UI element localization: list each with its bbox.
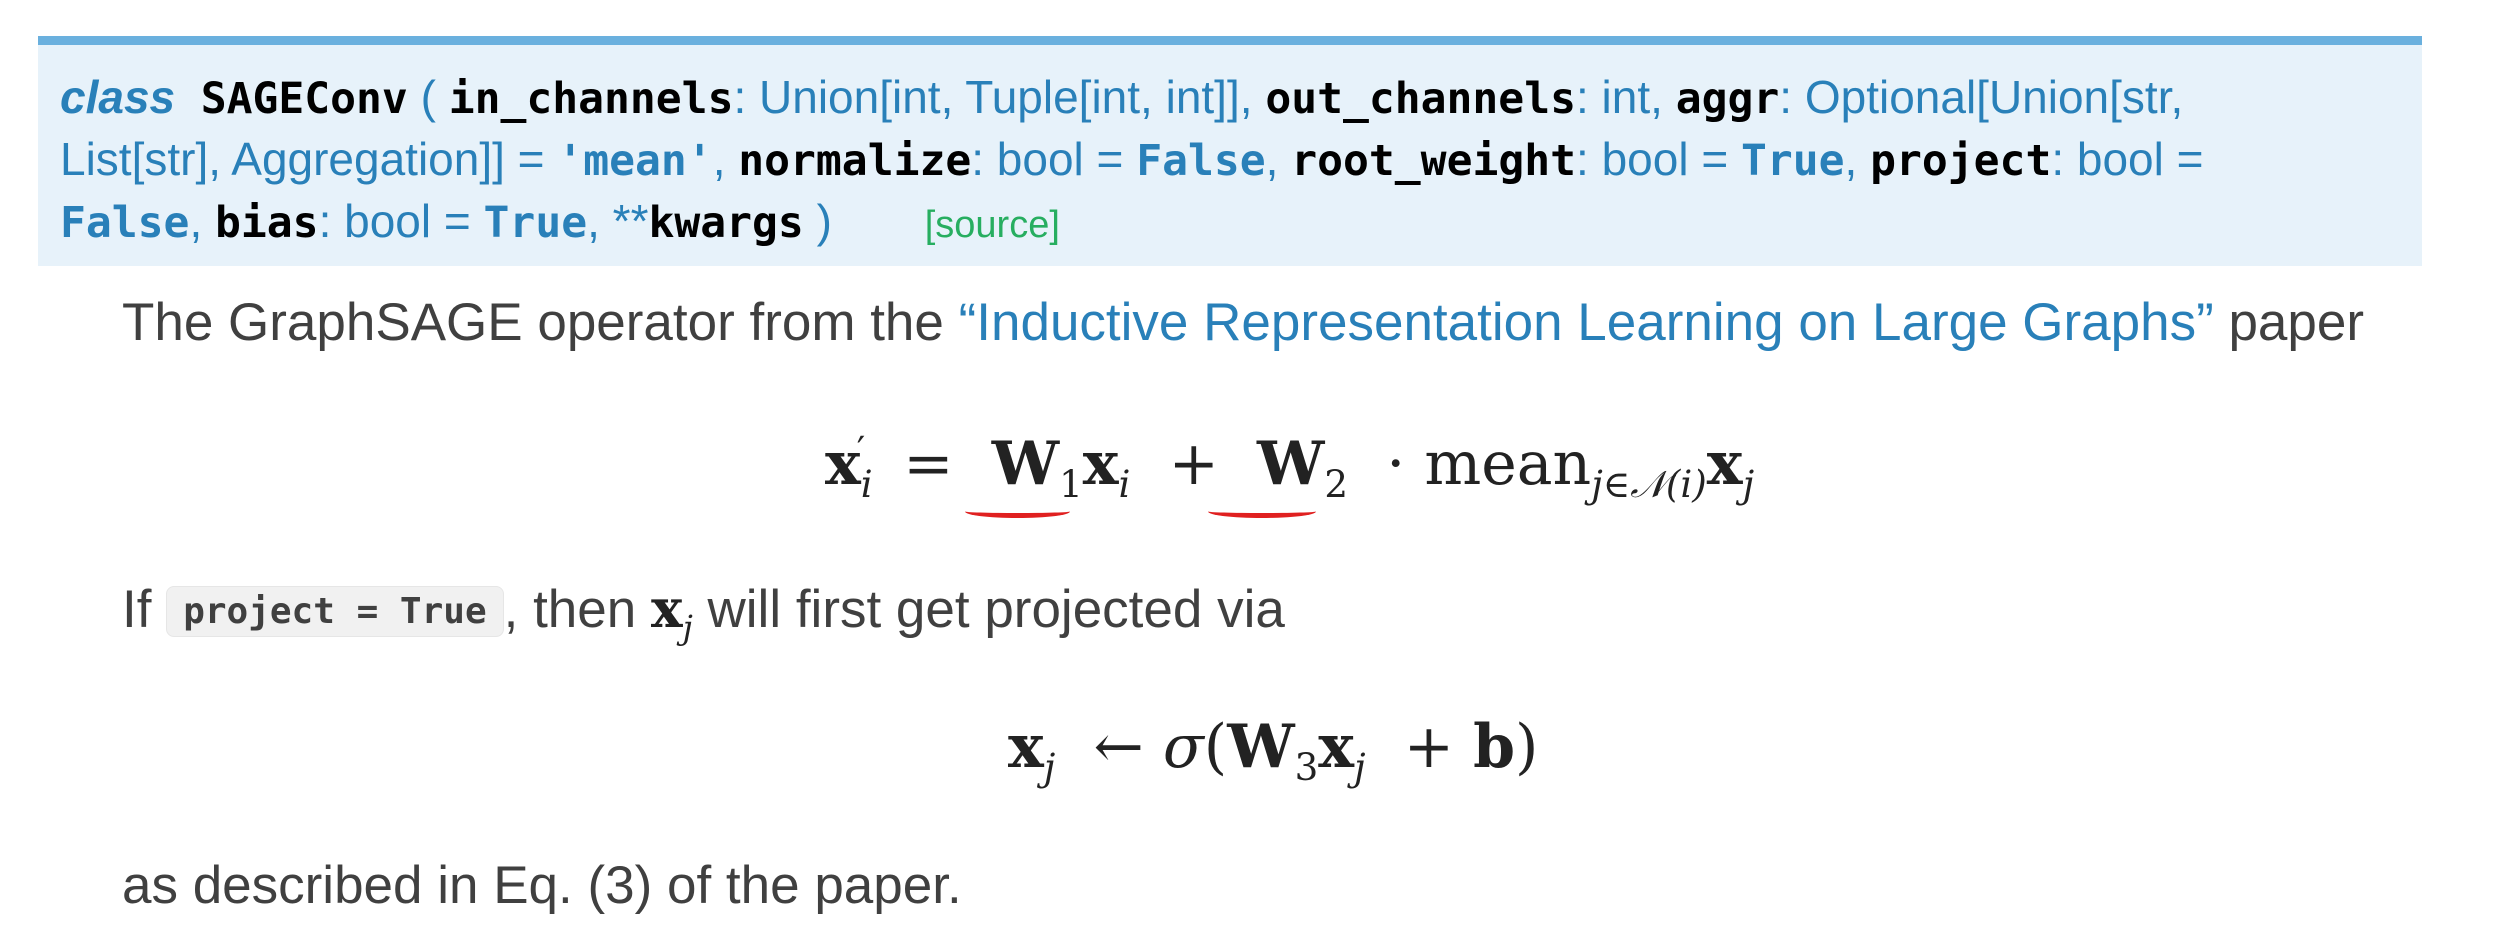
param-aggr: aggr bbox=[1675, 74, 1780, 124]
signature-box: class SAGEConv ( in_channels: Union[int,… bbox=[38, 36, 2422, 266]
closing-paragraph: as described in Eq. (3) of the paper. bbox=[122, 856, 962, 915]
param-bias: bias bbox=[215, 198, 319, 248]
param-root-weight: root_weight bbox=[1291, 136, 1577, 186]
project-paragraph: If project = True, then xj will first ge… bbox=[122, 578, 1285, 647]
param-root-weight-type: : bool = bbox=[1576, 133, 1729, 185]
param-normalize-default: False bbox=[1136, 136, 1266, 186]
param-project: project bbox=[1870, 136, 2052, 186]
param-normalize: normalize bbox=[738, 136, 972, 186]
annotation-underline-w1 bbox=[965, 505, 1070, 518]
open-paren: ( bbox=[420, 71, 436, 123]
annotation-underline-w2 bbox=[1208, 505, 1316, 518]
intro-suffix: paper bbox=[2213, 293, 2365, 352]
param-aggr-type: : Optional[Union[str, List[str], Aggrega… bbox=[60, 71, 2184, 185]
project-code: project = True bbox=[166, 586, 504, 637]
param-in-channels-type: : Union[int, Tuple[int, int]], bbox=[733, 71, 1253, 123]
param-normalize-type: : bool = bbox=[971, 133, 1124, 185]
param-root-weight-default: True bbox=[1740, 136, 1845, 186]
param-out-channels-type: : int, bbox=[1575, 71, 1663, 123]
param-kwargs: kwargs bbox=[648, 198, 804, 248]
param-bias-default: True bbox=[483, 198, 588, 248]
intro-prefix: The GraphSAGE operator from the bbox=[122, 293, 959, 352]
param-aggr-default: 'mean' bbox=[557, 136, 713, 186]
close-paren: ) bbox=[816, 195, 832, 247]
kwargs-prefix: ** bbox=[612, 195, 649, 247]
param-out-channels: out_channels bbox=[1265, 74, 1576, 124]
equation-update: xi′ = W1xi + W2 · meanj∈𝒩(i)xj bbox=[825, 428, 1755, 506]
param-bias-type: : bool = bbox=[318, 195, 471, 247]
param-project-default: False bbox=[60, 198, 190, 248]
project-prefix: If bbox=[122, 580, 167, 639]
paper-link[interactable]: “Inductive Representation Learning on La… bbox=[958, 293, 2214, 352]
param-project-type: : bool = bbox=[2051, 133, 2204, 185]
project-suffix-b: will first get projected via bbox=[692, 580, 1285, 639]
class-name: SAGEConv bbox=[200, 74, 408, 124]
project-suffix-a: , then bbox=[503, 580, 651, 639]
intro-paragraph: The GraphSAGE operator from the “Inducti… bbox=[122, 292, 2364, 353]
signature-text: class SAGEConv ( in_channels: Union[int,… bbox=[60, 71, 2204, 248]
class-keyword: class bbox=[60, 71, 176, 123]
equation-projection: xj ← σ(W3xj + b) bbox=[1008, 712, 1539, 789]
source-link[interactable]: [source] bbox=[924, 204, 1060, 246]
param-in-channels: in_channels bbox=[448, 74, 734, 124]
